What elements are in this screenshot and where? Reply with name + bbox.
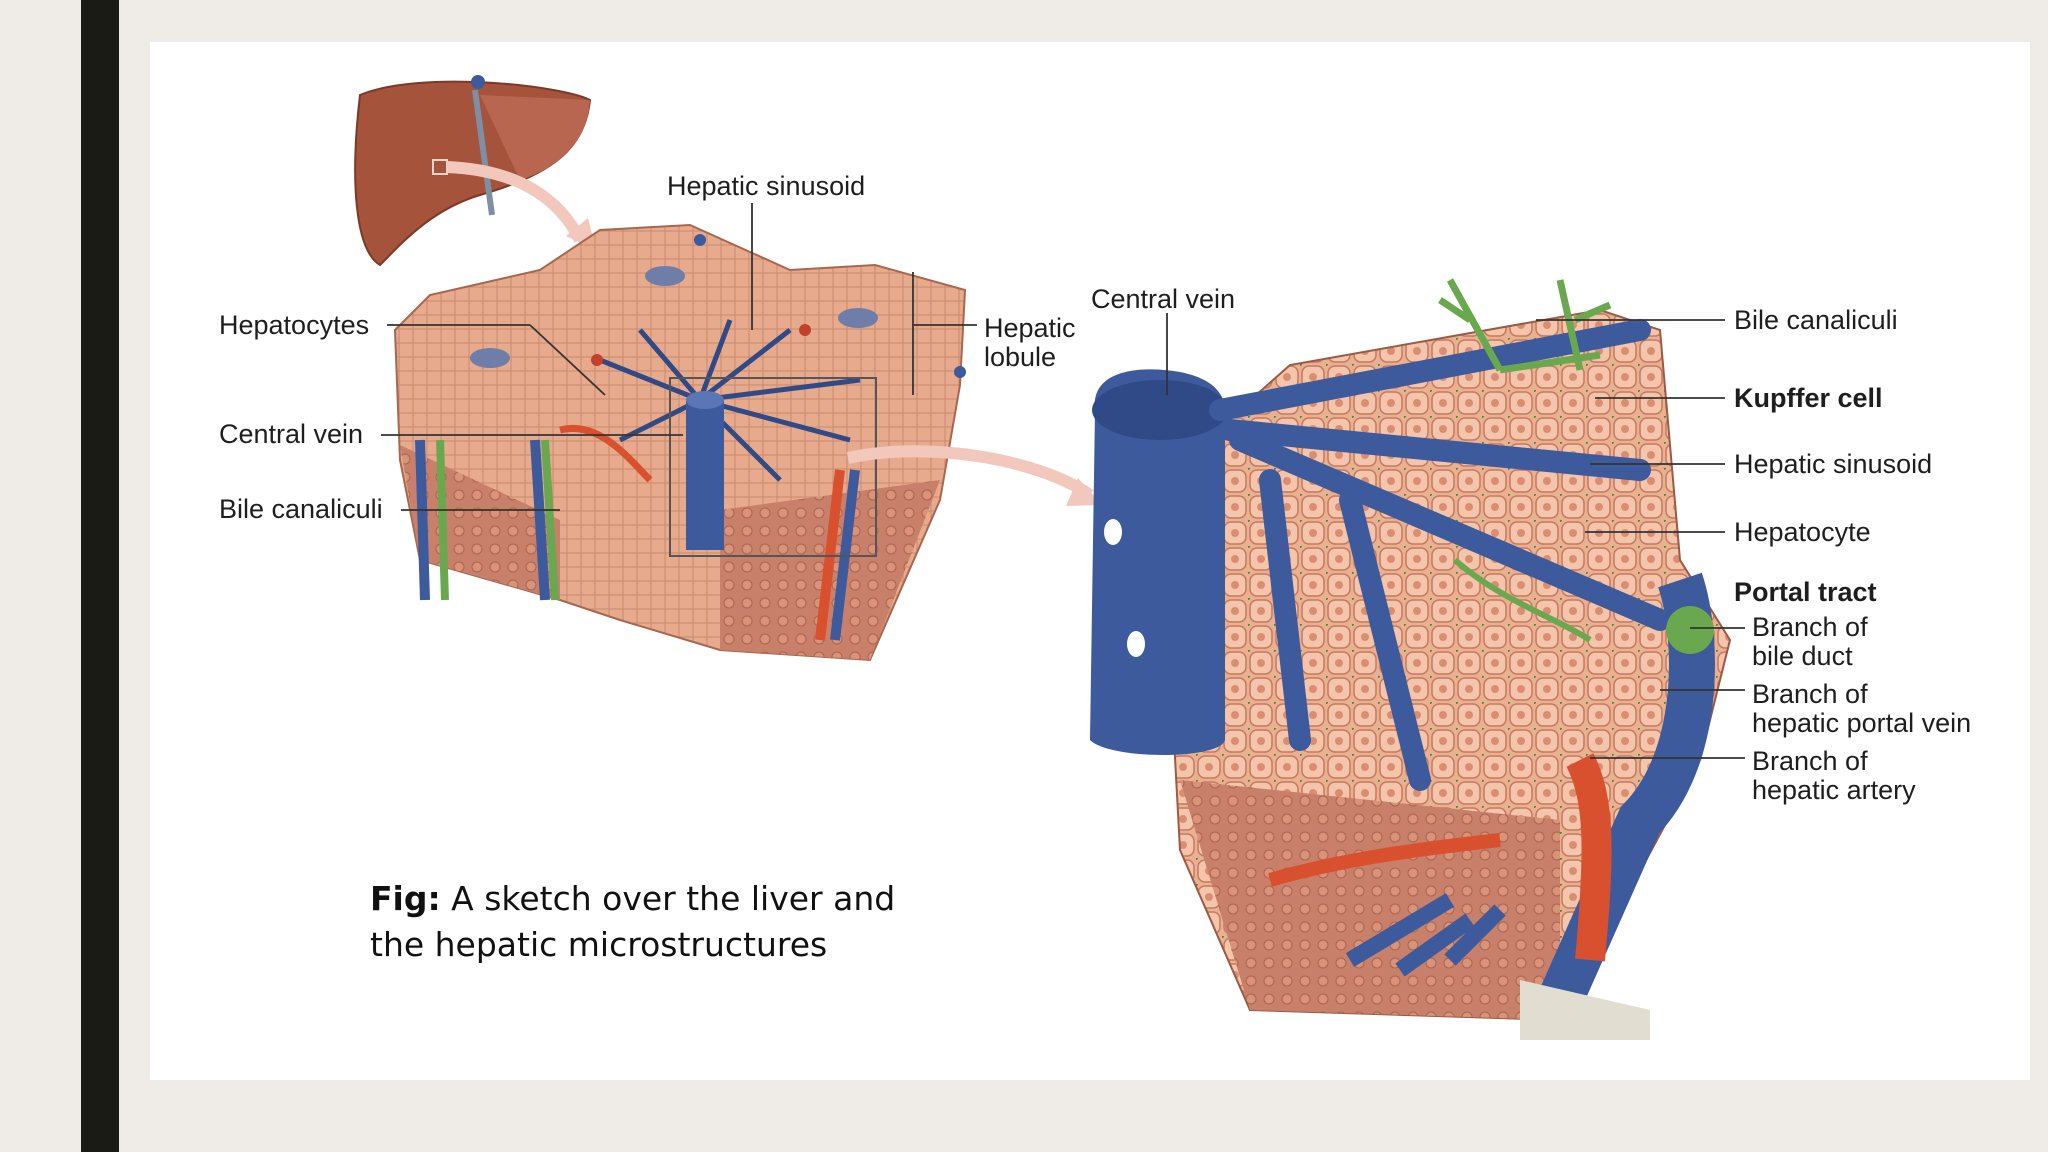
caption-line1: A sketch over the liver and xyxy=(440,879,896,918)
label-hepatic-lobule-line1: Hepatic xyxy=(984,313,1076,343)
caption-prefix: Fig: xyxy=(370,879,441,918)
label-hepatic-artery-line1: Branch of xyxy=(1752,746,1868,776)
label-hepatocyte: Hepatocyte xyxy=(1734,517,1871,547)
label-bile-duct-line1: Branch of xyxy=(1752,612,1868,642)
label-hepatocytes: Hepatocytes xyxy=(219,310,370,340)
label-hepatic-artery-line2: hepatic artery xyxy=(1752,775,1916,805)
label-portal-vein-line2: hepatic portal vein xyxy=(1752,708,1972,738)
label-hepatic-lobule-line2: lobule xyxy=(984,342,1057,372)
label-central-vein-right: Central vein xyxy=(1091,284,1236,314)
label-kupffer-cell: Kupffer cell xyxy=(1734,383,1883,413)
label-hepatic-sinusoid: Hepatic sinusoid xyxy=(667,171,866,201)
sidebar-bar xyxy=(81,0,119,1152)
label-central-vein-left: Central vein xyxy=(219,419,364,449)
label-portal-vein-line1: Branch of xyxy=(1752,679,1868,709)
leader-lines xyxy=(381,203,1745,759)
label-bile-duct-line2: bile duct xyxy=(1752,641,1853,671)
zoomed-lobule xyxy=(1090,278,1732,1040)
label-bile-canaliculi-right: Bile canaliculi xyxy=(1734,305,1898,335)
caption-line2: the hepatic microstructures xyxy=(370,925,828,964)
label-bile-canaliculi-left: Bile canaliculi xyxy=(219,494,383,524)
label-portal-tract: Portal tract xyxy=(1734,577,1877,607)
lobule-block xyxy=(393,223,967,662)
figure-caption: Fig: A sketch over the liver and the hep… xyxy=(370,876,930,968)
label-hepatic-sinusoid-right: Hepatic sinusoid xyxy=(1734,449,1933,479)
